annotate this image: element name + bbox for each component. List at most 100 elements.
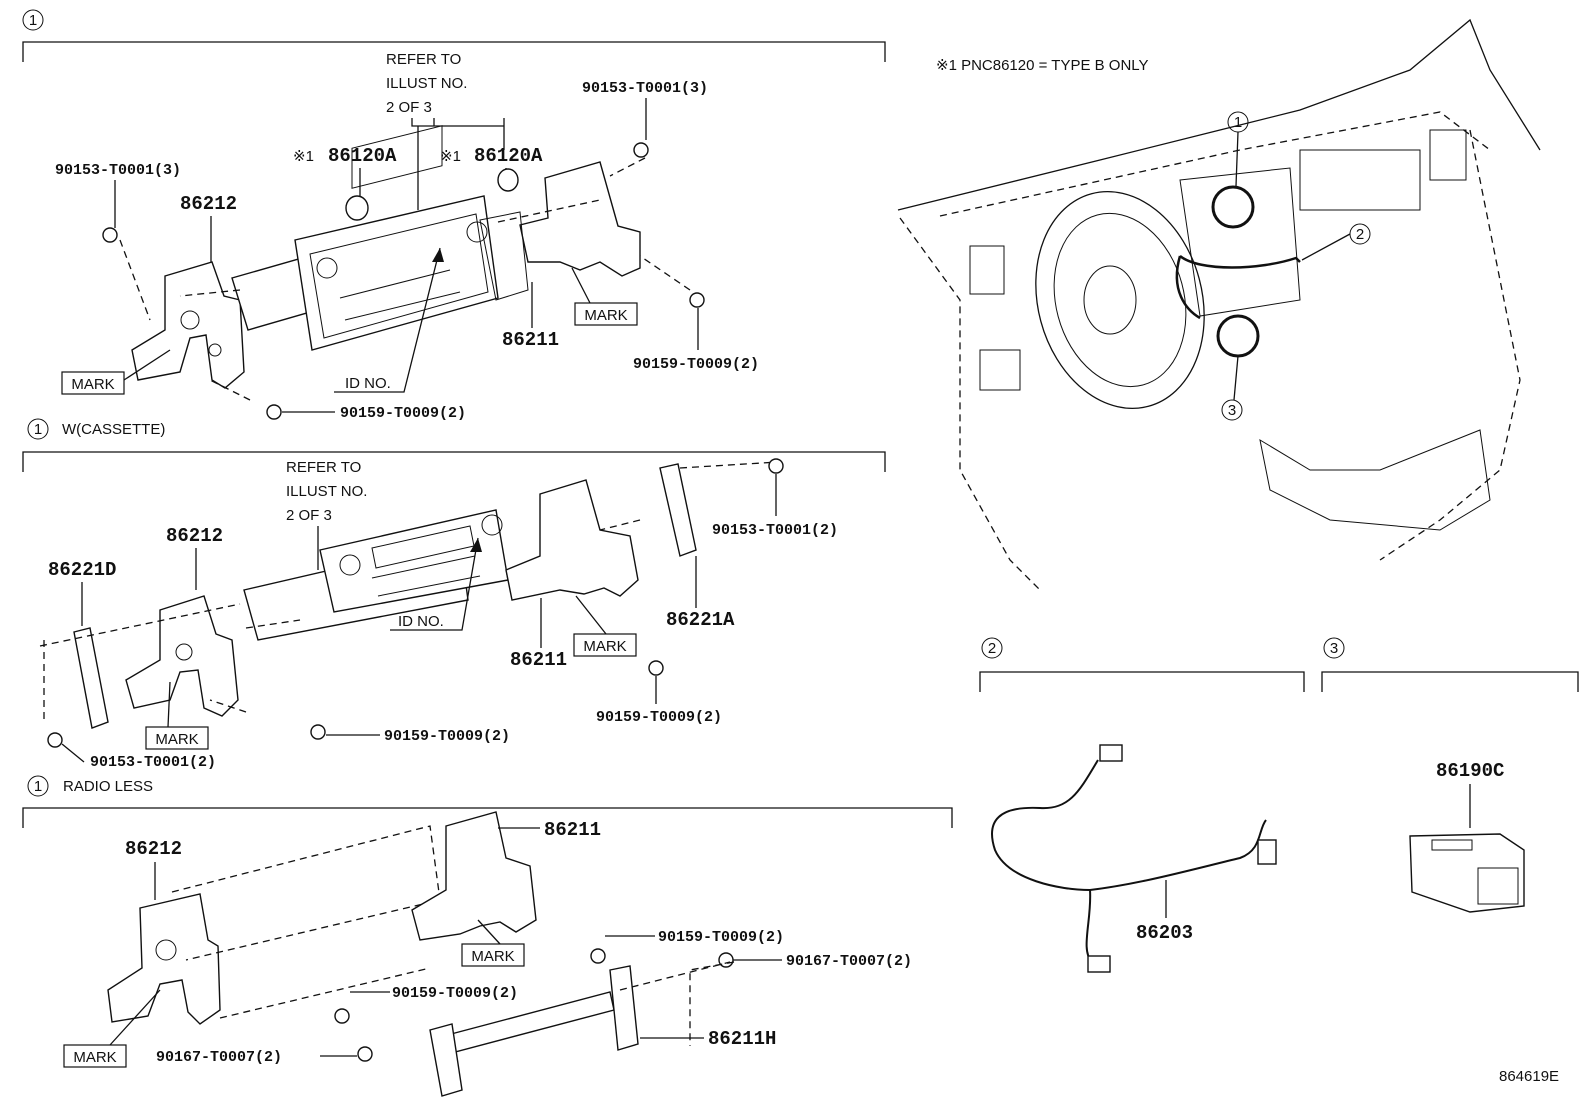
radio-head-unit: [294, 195, 499, 351]
label-screw-r: 90159-T0009(2): [658, 929, 784, 946]
harness-86203-branch: [1089, 819, 1267, 891]
mark-box-left: [63, 1044, 127, 1068]
label-screw-bl: 90153-T0001(2): [90, 754, 216, 771]
center-console: [1259, 429, 1491, 531]
radio-face: [309, 213, 489, 339]
label-86120a-left: 86120A: [328, 145, 397, 167]
callout-2-leader: [1301, 233, 1351, 261]
screw-tr-icon: [633, 142, 649, 158]
leader-mark-left: [123, 349, 171, 381]
vent-right: [1429, 129, 1467, 181]
label-screw-br: 90159-T0009(2): [633, 356, 759, 373]
connector-bottom-icon: [1087, 955, 1111, 973]
dashboard-overview: ※1 PNC86120 = TYPE B ONLY 1 2 3: [897, 18, 1541, 591]
mark-left: MARK: [71, 376, 114, 393]
label-screw-bm: 90159-T0009(2): [340, 405, 466, 422]
mark-left: MARK: [155, 731, 198, 748]
section-number-circle: [27, 418, 49, 440]
label-86120a-right: 86120A: [474, 145, 543, 167]
section-bracket-line: [22, 451, 886, 472]
harness-route-down: [1175, 255, 1201, 320]
bracket-hole: [155, 939, 177, 961]
label-86211: 86211: [510, 649, 567, 671]
leader-mark-right: [477, 919, 501, 945]
radio-display: [351, 125, 443, 189]
dash-outline-right: [1379, 129, 1521, 561]
bracket-hole: [180, 310, 200, 330]
section-bracket-line: [22, 41, 886, 62]
label-screw-m: 90159-T0009(2): [392, 985, 518, 1002]
section-number: 1: [29, 12, 37, 29]
callout-2-label: 2: [1356, 226, 1364, 243]
id-no-label: ID NO.: [345, 375, 391, 392]
section-3-number: 3: [1330, 640, 1338, 657]
callout-3-leader: [1233, 355, 1239, 401]
section-number-circle: [22, 9, 44, 31]
section-harness: 2 86203: [979, 637, 1305, 973]
section-radio-less: 1 RADIO LESS 86212 86211 MARK MARK 86211…: [22, 775, 953, 1097]
alignment-lines: [619, 961, 735, 1046]
refer-line-1: REFER TO: [386, 51, 461, 68]
type-note: ※1 PNC86120 = TYPE B ONLY: [936, 57, 1149, 74]
cassette-knob-left: [339, 554, 361, 576]
label-86211h: 86211H: [708, 1028, 776, 1050]
bracket-left: [107, 893, 221, 1025]
illustration-id: 864619E: [1499, 1068, 1559, 1085]
mark-box-right: [461, 943, 525, 967]
label-86203: 86203: [1136, 922, 1193, 944]
windshield-line: [897, 18, 1541, 211]
connector-top-icon: [1099, 744, 1123, 762]
screw-m-icon: [334, 1008, 350, 1024]
screw-bm-icon: [266, 404, 282, 420]
callout-1-label: 1: [1234, 114, 1242, 131]
section-2-number: 2: [988, 640, 996, 657]
switch-location-circle: [1216, 314, 1260, 358]
radio-buttons: [339, 269, 461, 321]
switch-86190c: [1409, 833, 1525, 913]
harness-route: [1179, 254, 1301, 269]
section-bracket-line: [979, 671, 1305, 692]
glovebox-upper: [1299, 149, 1421, 211]
panel-86221a: [659, 463, 697, 557]
label-screw-bm: 90159-T0009(2): [384, 728, 510, 745]
screw-br-icon: [689, 292, 705, 308]
arrow-id-no: [432, 248, 444, 262]
label-86212: 86212: [166, 525, 223, 547]
callout-3-label: 3: [1228, 402, 1236, 419]
label-86221d: 86221D: [48, 559, 116, 581]
leader-mark-left: [167, 681, 171, 728]
refer-line-3: 2 OF 3: [286, 507, 332, 524]
section-bracket-line: [22, 807, 953, 828]
screw-r-icon: [590, 948, 606, 964]
ref-mark-left: ※1: [293, 148, 314, 165]
ref-mark-right: ※1: [440, 148, 461, 165]
leader-screw-bl: [61, 743, 85, 763]
label-86211: 86211: [502, 329, 559, 351]
alignment-lines: [39, 461, 779, 724]
label-screw-tl: 90153-T0001(3): [55, 162, 181, 179]
cassette-head-unit: [319, 509, 509, 613]
bracket-hole: [208, 343, 222, 357]
arrow-id-no: [470, 538, 482, 552]
section-title-radioless: RADIO LESS: [63, 778, 153, 795]
section-bracket-line: [1321, 671, 1579, 692]
bracket-right: [519, 161, 641, 277]
section-number: 1: [34, 778, 42, 795]
bracket-left: [125, 595, 239, 717]
bracket-right: [411, 811, 537, 941]
knob-left: [345, 195, 369, 221]
radio-knob-right: [466, 221, 488, 243]
refer-line-1: REFER TO: [286, 459, 361, 476]
chassis-right: [479, 211, 529, 301]
bracket-left: [131, 261, 245, 389]
label-86221a: 86221A: [666, 609, 735, 631]
section-number-circle: [27, 775, 49, 797]
label-screw-bl: 90167-T0007(2): [156, 1049, 282, 1066]
label-86212: 86212: [180, 193, 237, 215]
leader-mark-left: [109, 989, 161, 1046]
mark-box-right: [574, 302, 638, 326]
screw-bl-icon: [47, 732, 63, 748]
refer-line-2: ILLUST NO.: [286, 483, 367, 500]
id-no-label: ID NO.: [398, 613, 444, 630]
